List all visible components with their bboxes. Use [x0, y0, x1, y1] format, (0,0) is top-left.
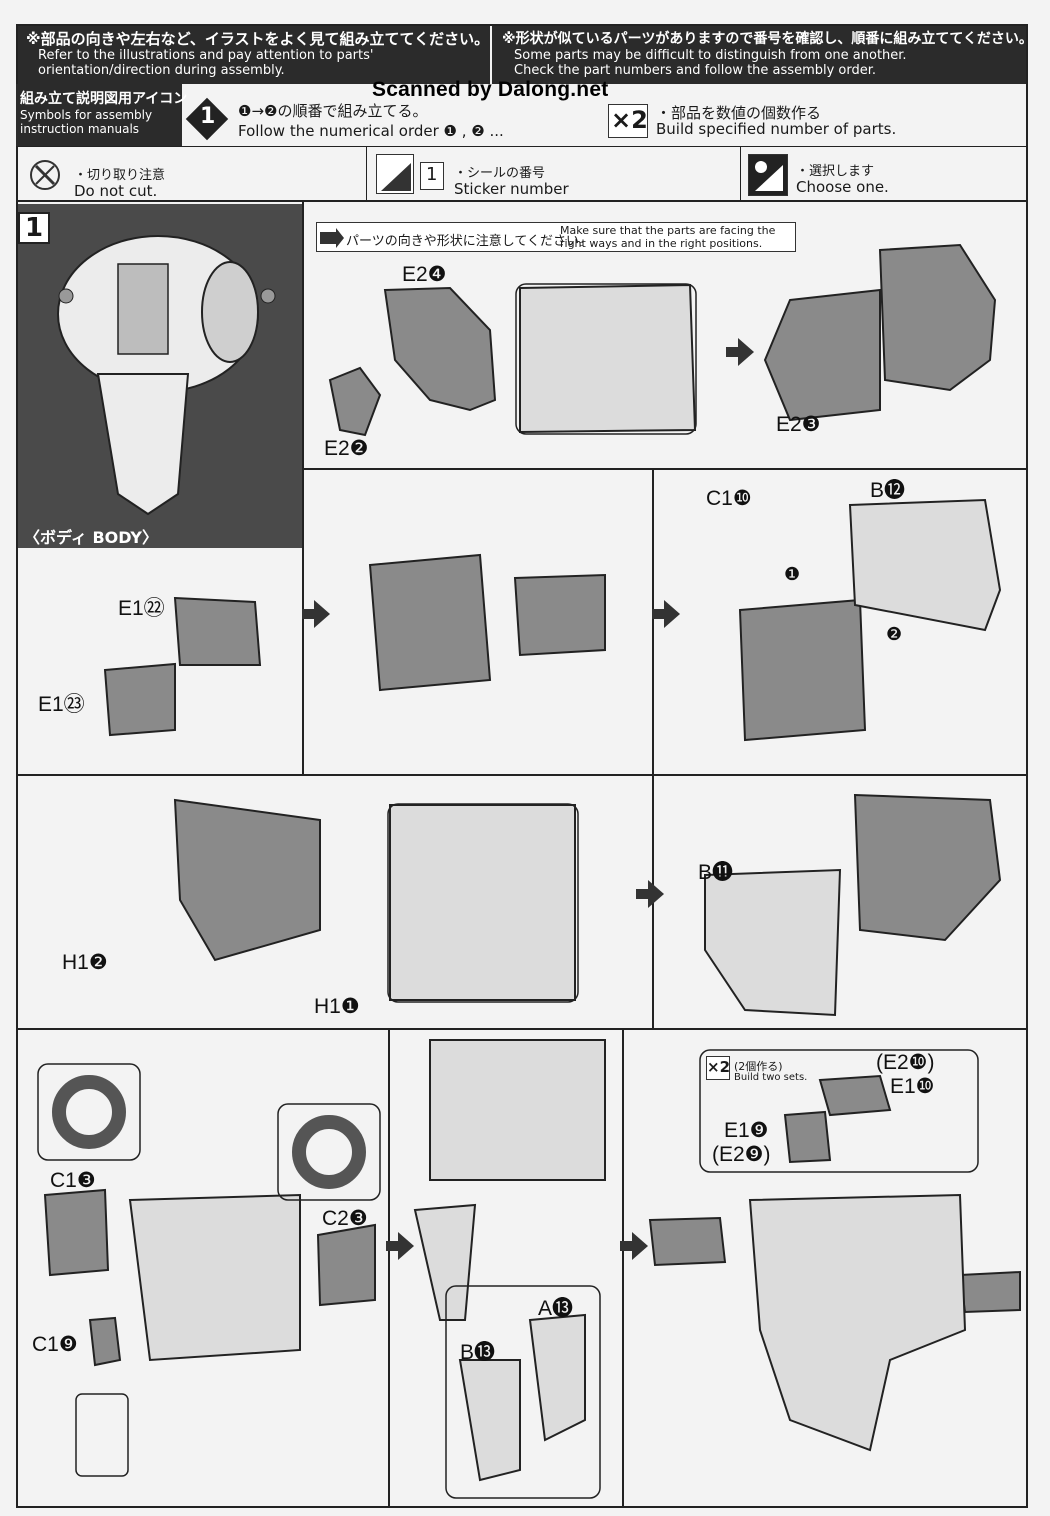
header-left-en2: orientation/direction during assembly. [38, 63, 285, 78]
completed-body-illustration [57, 235, 276, 516]
part-label: E1❿ [890, 1075, 935, 1098]
build-jp: ・部品を数値の個数作る [656, 104, 822, 122]
note-en2: right ways and in the right positions. [560, 237, 763, 250]
part-label: (E2❿) [876, 1051, 935, 1074]
legend-title-en2: instruction manuals [20, 122, 140, 136]
step-number: 1 [18, 212, 50, 244]
part-label: C1❾ [32, 1333, 78, 1356]
order-jp: ❶→❷の順番で組み立てる。 [238, 102, 428, 120]
order-en: Follow the numerical order ❶ , ❷ ... [238, 122, 504, 140]
cut-jp: ・切り取り注意 [74, 168, 166, 183]
page-frame [16, 24, 1028, 1508]
legend-vdiv-1 [366, 146, 367, 202]
icon-legend: 組み立て説明図用アイコン Symbols for assembly instru… [16, 84, 1028, 202]
part-label: H1❶ [314, 995, 360, 1018]
flow-arrow-2 [302, 600, 330, 628]
flow-arrow-1 [726, 338, 754, 366]
part-label: H1❷ [62, 951, 108, 974]
col-divider-r4b [622, 1030, 624, 1508]
choose-en: Choose one. [796, 178, 889, 196]
part-label: C1❸ [50, 1169, 96, 1192]
order-marker: ❷ [886, 624, 903, 644]
part-label: E1㉒ [118, 597, 165, 620]
note-en1: Make sure that the parts are facing the [560, 224, 776, 237]
col-divider-r4a [388, 1030, 390, 1508]
header-right-en2: Check the part numbers and follow the as… [514, 63, 877, 78]
part-label: B⓭ [460, 1341, 496, 1364]
header-right-en1: Some parts may be difficult to distingui… [514, 48, 907, 63]
legend-divider [16, 146, 1028, 147]
row-divider-3 [16, 1028, 1028, 1030]
sticker-number-box [420, 162, 444, 190]
build-en: Build specified number of parts. [656, 120, 897, 138]
sticker-number: 1 [426, 164, 438, 185]
header-right: ※形状が似ているパーツがありますので番号を確認し、順番に組み立ててください。 S… [492, 24, 1033, 84]
row-divider-1 [16, 468, 1028, 470]
build-two-badge-box [706, 1056, 730, 1080]
part-label: B⓬ [870, 479, 906, 502]
flow-arrow-6 [620, 1232, 648, 1260]
part-label: E1❾ [724, 1119, 769, 1142]
cut-en: Do not cut. [74, 182, 158, 200]
build-count-icon [608, 104, 648, 138]
watermark: Scanned by Dalong.net [372, 78, 609, 101]
header-left-jp: ※部品の向きや左右など、イラストをよく見て組み立ててください。 [26, 30, 490, 48]
sticker-icon [376, 154, 414, 194]
part-label: (E2❾) [712, 1143, 771, 1166]
legend-title-jp: 組み立て説明図用アイコン [20, 91, 188, 107]
header-left-en1: Refer to the illustrations and pay atten… [38, 48, 374, 63]
flow-arrow-3 [652, 600, 680, 628]
part-label: C2❸ [322, 1207, 368, 1230]
part-label: C1❿ [706, 487, 752, 510]
choose-one-icon [748, 154, 788, 196]
col-divider-r2a [302, 470, 304, 774]
part-label: E2❸ [776, 413, 821, 436]
sticker-jp: ・シールの番号 [454, 166, 546, 181]
col-divider-r1 [302, 202, 304, 468]
part-label: A⓭ [538, 1297, 574, 1320]
legend-vdiv-2 [740, 146, 741, 202]
build-two-en: Build two sets. [734, 1072, 808, 1083]
note-jp: パーツの向きや形状に注意してください。 [346, 234, 592, 249]
flow-arrow-4 [636, 880, 664, 908]
order-marker: ❶ [784, 564, 801, 584]
build-two-jp: (2個作る) [734, 1060, 783, 1073]
build-badge: ×2 [611, 106, 648, 134]
part-label: E2❹ [402, 263, 447, 286]
legend-title-box: 組み立て説明図用アイコン Symbols for assembly instru… [16, 84, 188, 146]
order-icon-num: 1 [200, 104, 216, 129]
col-divider-r2b [652, 470, 654, 774]
flow-arrow-5 [386, 1232, 414, 1260]
build-two-badge: ×2 [707, 1058, 731, 1076]
part-label: E2❷ [324, 437, 369, 460]
header-left: ※部品の向きや左右など、イラストをよく見て組み立ててください。 Refer to… [16, 24, 490, 84]
sticker-en: Sticker number [454, 180, 569, 198]
legend-title-en1: Symbols for assembly [20, 108, 153, 122]
section-label: 〈ボディ BODY〉 [24, 528, 158, 547]
choose-jp: ・選択します [796, 164, 875, 179]
note-arrow-icon [320, 228, 344, 248]
part-label: E1㉓ [38, 693, 85, 716]
row-divider-2 [16, 774, 1028, 776]
do-not-cut-icon [30, 160, 60, 190]
orientation-note [316, 222, 796, 252]
part-label: B⓫ [698, 861, 734, 884]
header-right-jp: ※形状が似ているパーツがありますので番号を確認し、順番に組み立ててください。 [502, 31, 1033, 47]
